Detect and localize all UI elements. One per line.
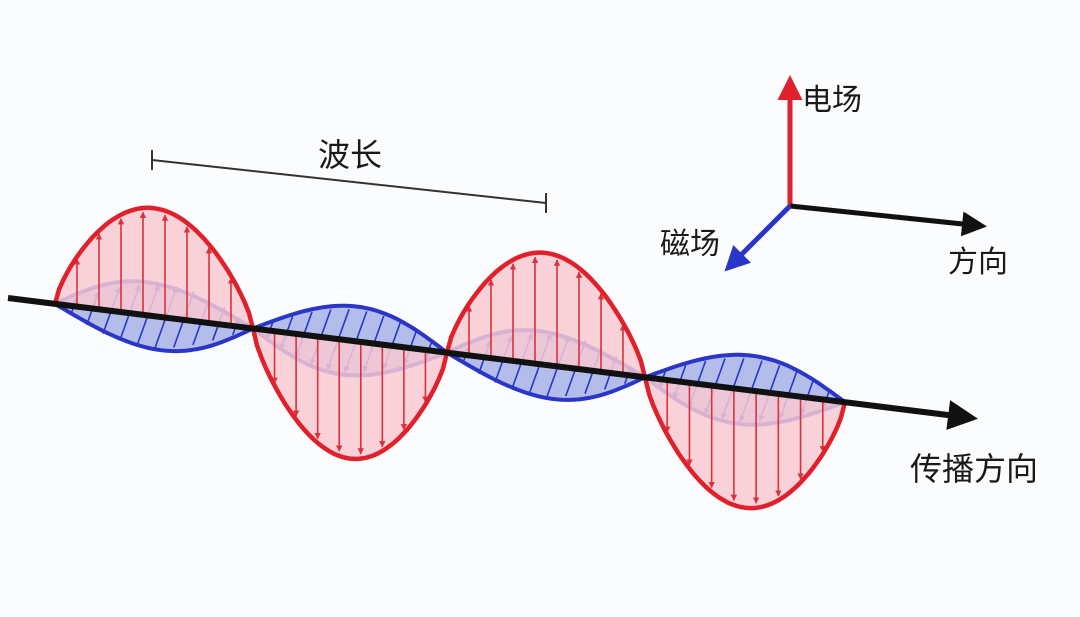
wavelength-bracket bbox=[151, 150, 547, 213]
electric-lobe-outline bbox=[444, 250, 648, 378]
electric-lobe-fill bbox=[447, 252, 645, 378]
magnetic-field-axis bbox=[724, 204, 792, 272]
electric-lobe bbox=[444, 250, 648, 378]
magnetic-field-label: 磁场 bbox=[660, 227, 720, 262]
propagation-direction-label: 传播方向 bbox=[910, 450, 1038, 488]
electric-field-lobes bbox=[52, 205, 848, 511]
electric-lobe bbox=[642, 376, 848, 511]
wavelength-label: 波长 bbox=[318, 136, 382, 174]
electric-lobe-outline bbox=[642, 376, 848, 511]
electric-field-label: 电场 bbox=[802, 83, 862, 118]
axes-triad bbox=[724, 75, 987, 272]
electric-lobe bbox=[250, 327, 450, 462]
direction-label: 方向 bbox=[948, 245, 1008, 280]
electric-lobe-fill bbox=[55, 207, 253, 329]
electric-lobe-outline bbox=[52, 205, 256, 330]
electric-lobe bbox=[52, 205, 256, 330]
propagation-axis bbox=[7, 295, 978, 430]
direction-axis bbox=[789, 203, 987, 237]
electric-lobe-outline bbox=[250, 327, 450, 462]
